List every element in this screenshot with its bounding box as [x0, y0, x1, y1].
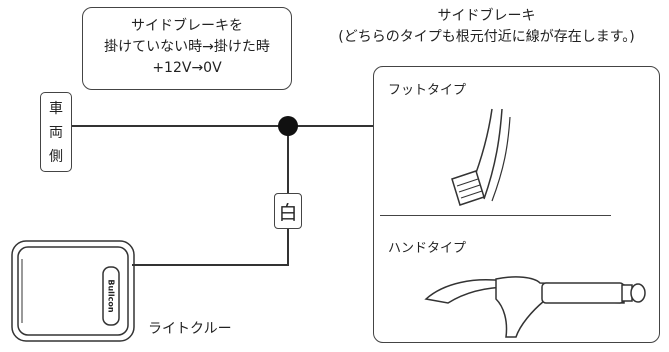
light-crew-device-illustration: Bullcon	[11, 240, 135, 342]
vehicle-side-char-2: 両	[49, 125, 63, 141]
device-name-label: ライトクルー	[148, 321, 232, 337]
side-brake-title: サイドブレーキ	[437, 8, 536, 24]
device-badge-text: Bullcon	[107, 279, 116, 313]
note-line-3: +12V→0V	[152, 60, 222, 76]
side-brake-heading: サイドブレーキ (どちらのタイプも根元付近に線が存在します。)	[304, 6, 669, 48]
note-line-2: 掛けていない時→掛けた時	[104, 39, 270, 55]
junction-dot	[278, 116, 298, 136]
foot-brake-pedal-illustration	[451, 108, 511, 206]
note-box: サイドブレーキを 掛けていない時→掛けた時 +12V→0V	[82, 7, 292, 90]
vehicle-side-char-3: 側	[49, 149, 63, 165]
device-badge	[102, 266, 120, 326]
brake-type-divider	[380, 215, 611, 216]
foot-type-label: フットタイプ	[388, 83, 467, 98]
vehicle-side-box: 車 両 側	[40, 92, 72, 172]
note-line-1: サイドブレーキを	[131, 18, 243, 34]
hand-brake-lever-illustration	[424, 276, 646, 338]
wire-color-label: 白	[274, 193, 302, 229]
side-brake-box: フットタイプ ハンドタイプ	[373, 66, 660, 343]
vehicle-side-char-1: 車	[49, 101, 63, 117]
hand-type-label: ハンドタイプ	[388, 241, 467, 256]
side-brake-subtitle: (どちらのタイプも根元付近に線が存在します。)	[338, 29, 635, 45]
